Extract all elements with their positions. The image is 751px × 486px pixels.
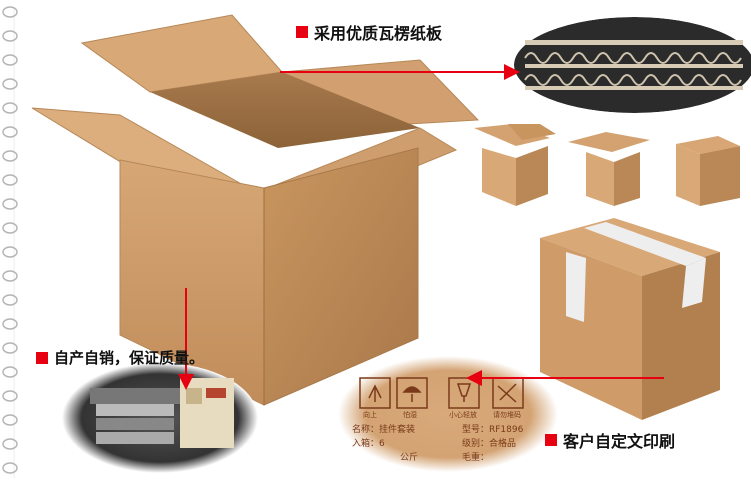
taped-closed-box	[540, 218, 720, 420]
small-half-closed-box	[568, 132, 650, 206]
stamp-field-weight: 毛重：	[462, 453, 490, 463]
small-closed-box	[676, 136, 740, 206]
binding-ring	[2, 54, 18, 66]
stamp-field-unit: 公斤	[400, 453, 419, 463]
callout-custom-print-text: 客户自定文印刷	[563, 432, 676, 451]
arrow-up-icon	[368, 384, 382, 402]
callout-material-text: 采用优质瓦楞纸板	[314, 24, 443, 43]
stamp-field-model: 型号：RF1896	[462, 425, 524, 435]
stamp-icon-label: 小心轻放	[449, 411, 477, 419]
callout-custom-print: 客户自定文印刷	[545, 428, 675, 452]
binding-ring	[2, 222, 18, 234]
binding-ring	[2, 366, 18, 378]
stamp-field-grade: 级别：合格品	[462, 439, 517, 449]
stamp-icon-label: 向上	[363, 411, 377, 419]
binding-ring	[2, 6, 18, 18]
callout-self-produced-text: 自产自销，保证质量。	[54, 349, 205, 367]
printed-label-oval	[338, 356, 558, 472]
callout-arrows	[178, 64, 664, 390]
binding-ring	[2, 174, 18, 186]
small-open-box	[474, 124, 556, 206]
binding-ring	[2, 270, 18, 282]
binding-ring	[2, 78, 18, 90]
binding-ring	[2, 342, 18, 354]
large-open-box	[31, 14, 480, 406]
binding-ring	[2, 150, 18, 162]
stamp-field-count: 入箱：6	[352, 439, 385, 449]
printing-machine-photo	[62, 363, 258, 473]
callout-self-produced: 自产自销，保证质量。	[36, 347, 204, 368]
binding-ring	[2, 126, 18, 138]
binding-ring	[2, 294, 18, 306]
binding-ring	[2, 318, 18, 330]
no-stack-icon	[497, 383, 517, 403]
stamp-icon-label: 请勿堆码	[493, 411, 521, 419]
stamp-field-name: 名称：挂件套装	[352, 425, 416, 435]
binding-ring	[2, 198, 18, 210]
binding-ring	[2, 390, 18, 402]
callout-material: 采用优质瓦楞纸板	[296, 20, 442, 44]
stamp-icon-row	[359, 377, 524, 409]
binding-ring	[2, 246, 18, 258]
binding-ring	[2, 102, 18, 114]
binding-ring	[2, 414, 18, 426]
red-square-bullet-icon	[36, 351, 48, 364]
umbrella-icon	[402, 386, 422, 402]
red-square-bullet-icon	[545, 434, 557, 446]
binding-ring	[2, 462, 18, 474]
binding-ring	[2, 30, 18, 42]
red-square-bullet-icon	[296, 26, 308, 38]
binding-rings	[2, 6, 18, 474]
stamp-icon-label: 怕湿	[403, 411, 417, 419]
binding-ring	[2, 438, 18, 450]
corrugated-cross-section	[510, 13, 751, 117]
